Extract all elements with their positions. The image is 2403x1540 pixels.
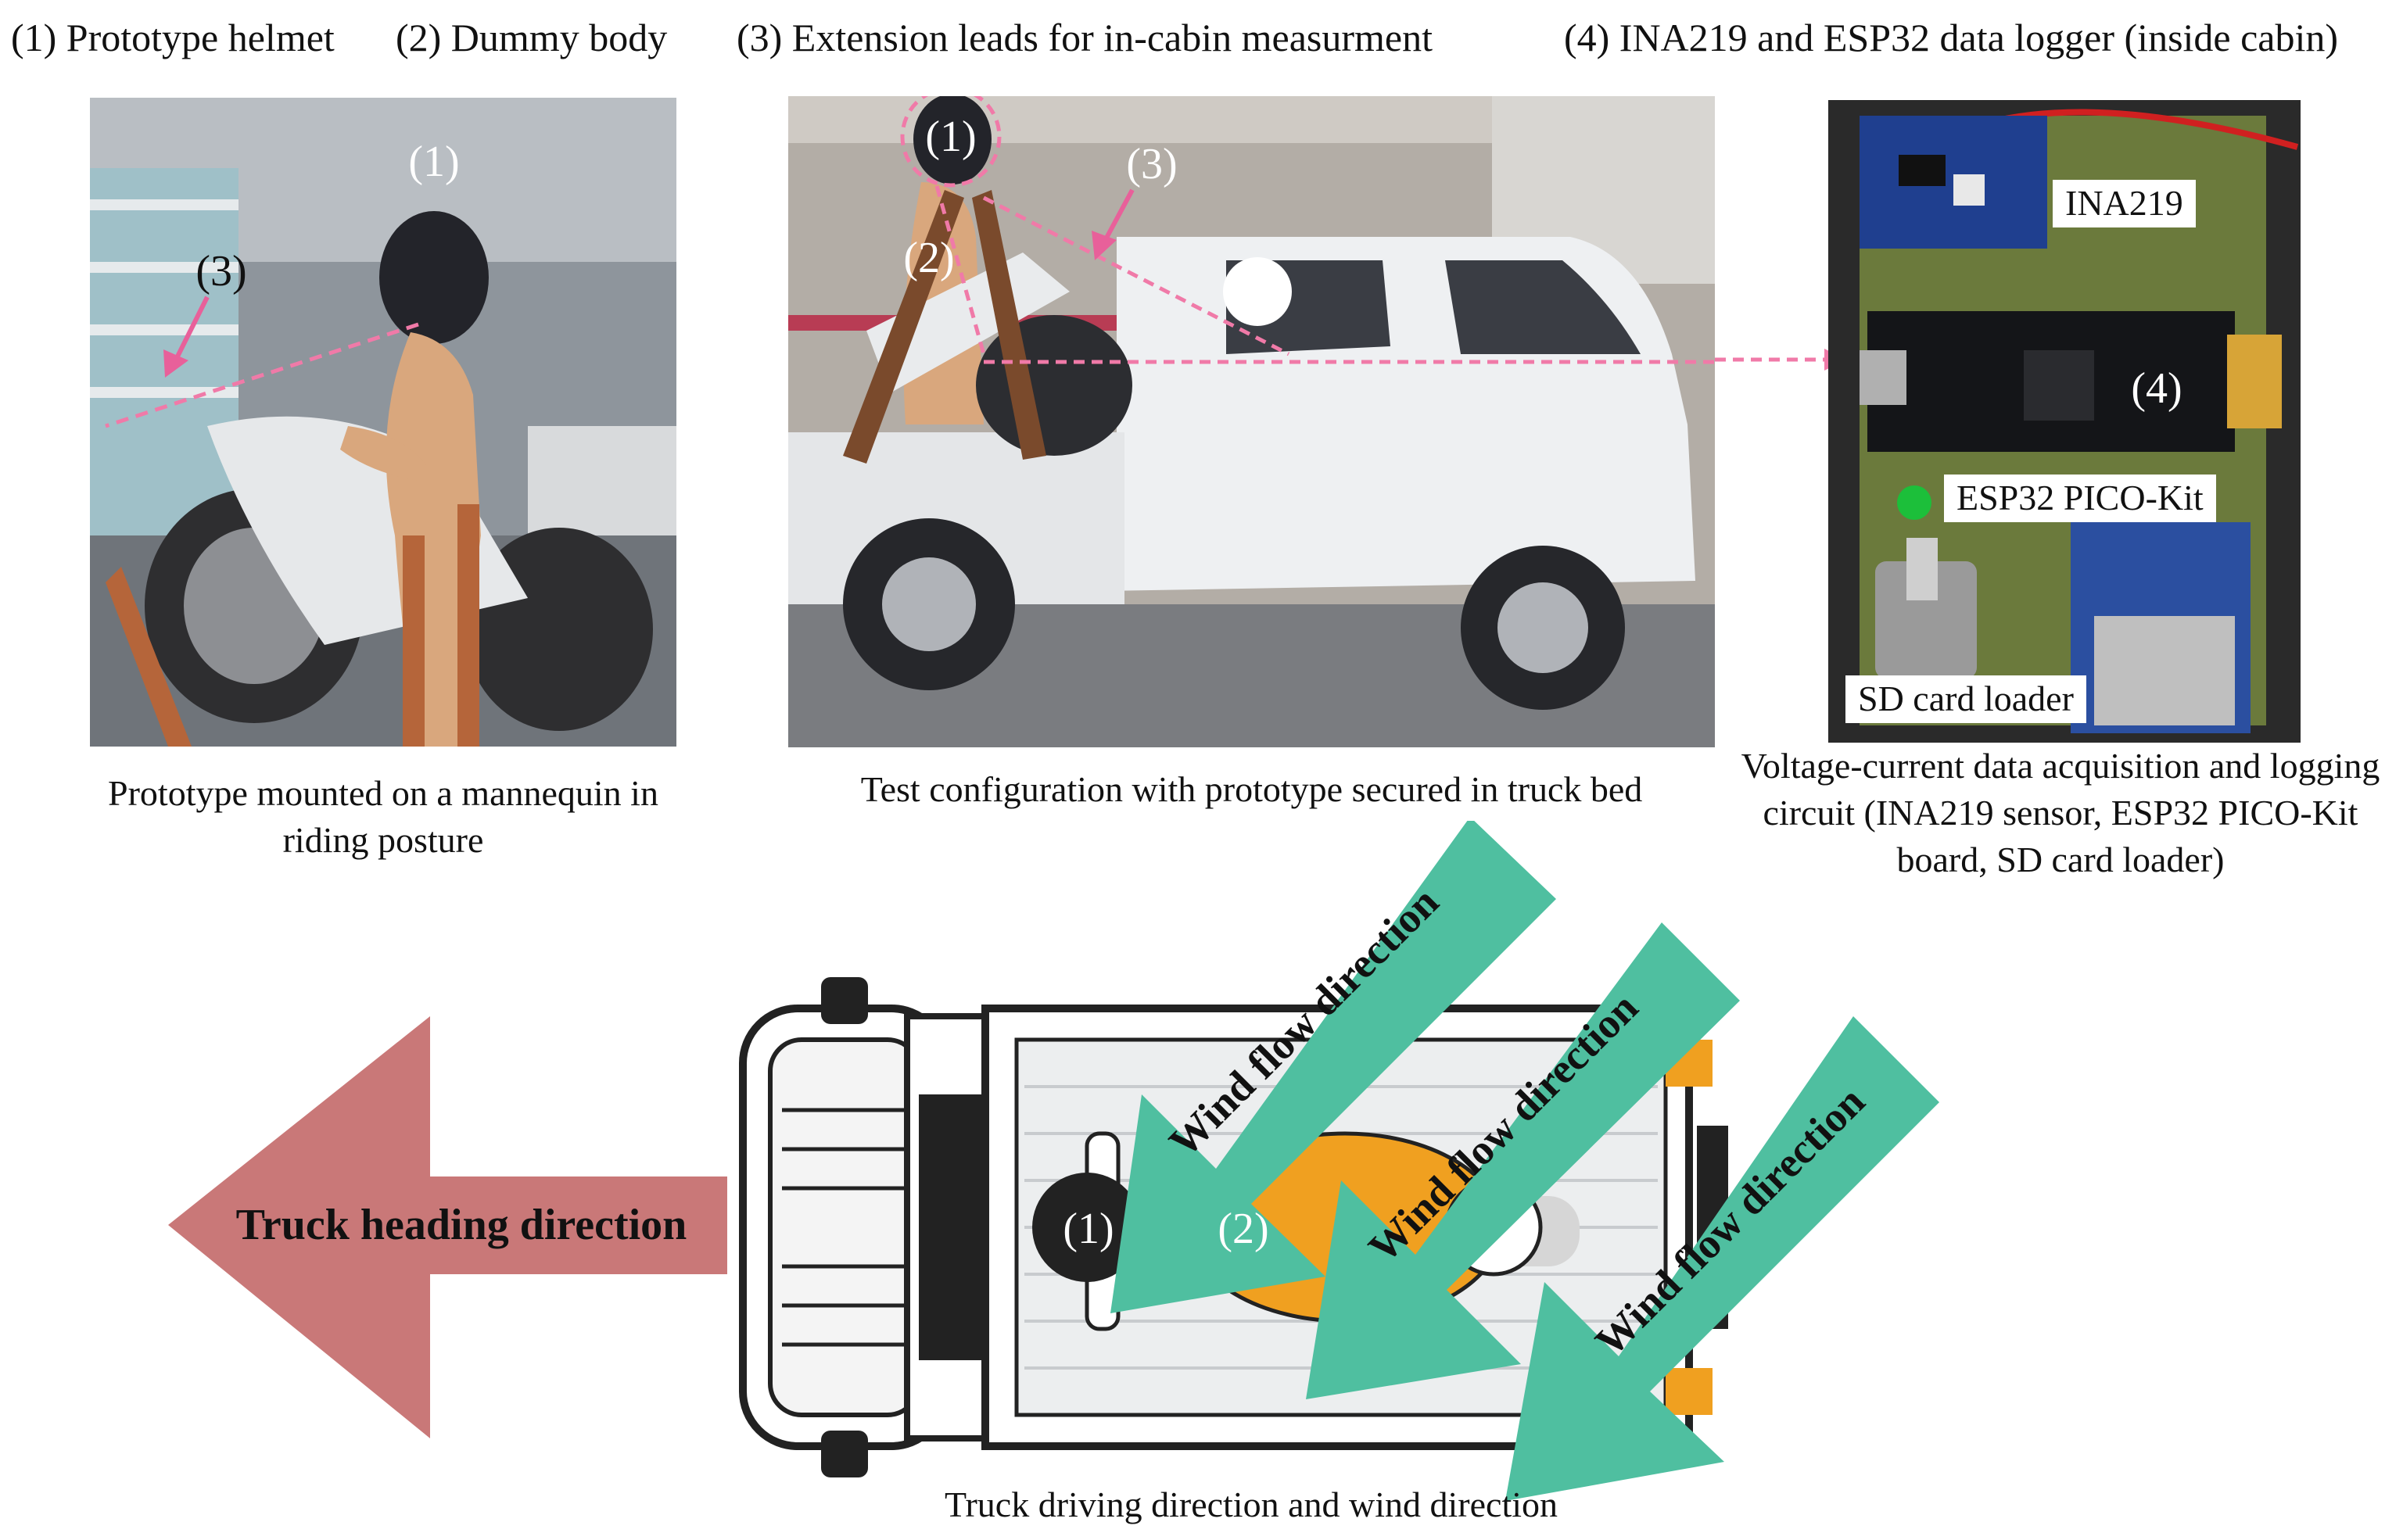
marker-3: (3) <box>1126 140 1177 188</box>
marker-2: (2) <box>1218 1205 1268 1253</box>
caption-data-logger: Voltage-current data acquisition and log… <box>1741 746 2380 879</box>
heading-label: Truck heading direction <box>236 1201 687 1249</box>
wind-arrow-2 <box>1306 922 1740 1399</box>
legend-4: (4) INA219 and ESP32 data logger (inside… <box>1564 16 2339 59</box>
truck-side-photo: (1) (2) (3) <box>788 96 1715 747</box>
mannequin-photo: (1) (3) <box>90 98 676 747</box>
wind-arrow-3 <box>1505 1016 1939 1501</box>
sd-card-label: SD card loader <box>1845 675 2086 723</box>
marker-4: (4) <box>2131 364 2182 413</box>
marker-2: (2) <box>903 234 954 282</box>
caption-mannequin: Prototype mounted on a mannequin in ridi… <box>108 773 658 860</box>
marker-1: (1) <box>1063 1205 1114 1253</box>
marker-1: (1) <box>925 113 976 161</box>
top-view-diagram: Wind flow direction Wind flow direction … <box>168 821 1939 1501</box>
wind-arrow-1 <box>1110 821 1556 1313</box>
esp32-label: ESP32 PICO-Kit <box>1944 475 2216 522</box>
marker-1: (1) <box>408 138 459 186</box>
legend-1: (1) Prototype helmet <box>11 16 335 59</box>
marker-3: (3) <box>195 247 246 295</box>
legend-3: (3) Extension leads for in-cabin measurm… <box>737 16 1433 59</box>
truck-heading-arrow <box>168 1016 727 1438</box>
caption-top-view: Truck driving direction and wind directi… <box>945 1484 1558 1524</box>
ina219-label: INA219 <box>2053 180 2196 227</box>
caption-truck-side: Test configuration with prototype secure… <box>860 769 1643 809</box>
legend-2: (2) Dummy body <box>396 16 668 59</box>
